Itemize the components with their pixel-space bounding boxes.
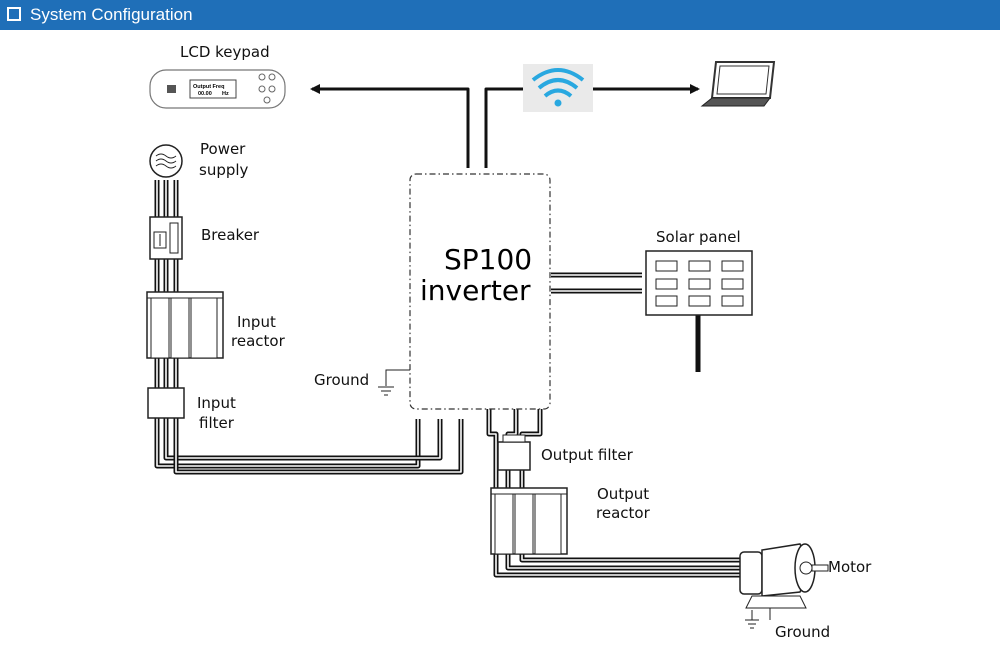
checkbox-icon[interactable] [7,7,21,21]
input-reactor-label-2: reactor [231,332,286,350]
power-supply-icon [149,144,183,178]
input-reactor-icon [146,291,224,359]
power-supply-label-1: Power [200,140,246,158]
inverter-label-1: SP100 [444,243,532,276]
ground-left-label: Ground [314,371,369,389]
output-reactor-label-1: Output [597,485,649,503]
output-filter-label: Output filter [541,446,634,464]
ground-motor-label: Ground [775,623,830,641]
lcd-keypad: Output Freq 00.00 Hz LCD keypad [149,43,286,109]
system-diagram: Output Freq 00.00 Hz LCD keypad Power su… [146,43,872,641]
input-filter-label-1: Input [197,394,236,412]
section-title: System Configuration [30,5,193,24]
output-reactor-icon [490,487,568,555]
inverter-box: SP100 inverter [409,173,551,410]
network-cable [484,87,524,168]
ground-icon [378,369,410,396]
solar-cable [551,272,642,294]
output-cable [486,409,740,578]
solar-panel-icon [645,250,753,316]
input-filter-icon [147,387,185,419]
solar-panel-label: Solar panel [656,228,741,246]
ground-motor-icon [745,610,759,629]
breaker-label: Breaker [201,226,260,244]
motor-icon [739,543,829,620]
output-filter-icon [497,434,531,471]
output-reactor-label-2: reactor [596,504,651,522]
laptop-icon [700,61,776,107]
wifi-icon [523,64,593,112]
keypad-display-line2: 00.00 [198,91,212,97]
keypad-display-line1: Output Freq [193,84,224,90]
motor-label: Motor [828,558,872,576]
input-reactor-label-1: Input [237,313,276,331]
input-filter-label-2: filter [199,414,235,432]
keypad-display-unit: Hz [222,91,229,97]
keypad-cable [310,84,470,168]
breaker-icon [149,216,183,260]
power-supply-label-2: supply [199,161,249,179]
inverter-label-2: inverter [420,274,531,307]
keypad-label: LCD keypad [180,43,270,61]
section-header: System Configuration [0,0,1000,30]
